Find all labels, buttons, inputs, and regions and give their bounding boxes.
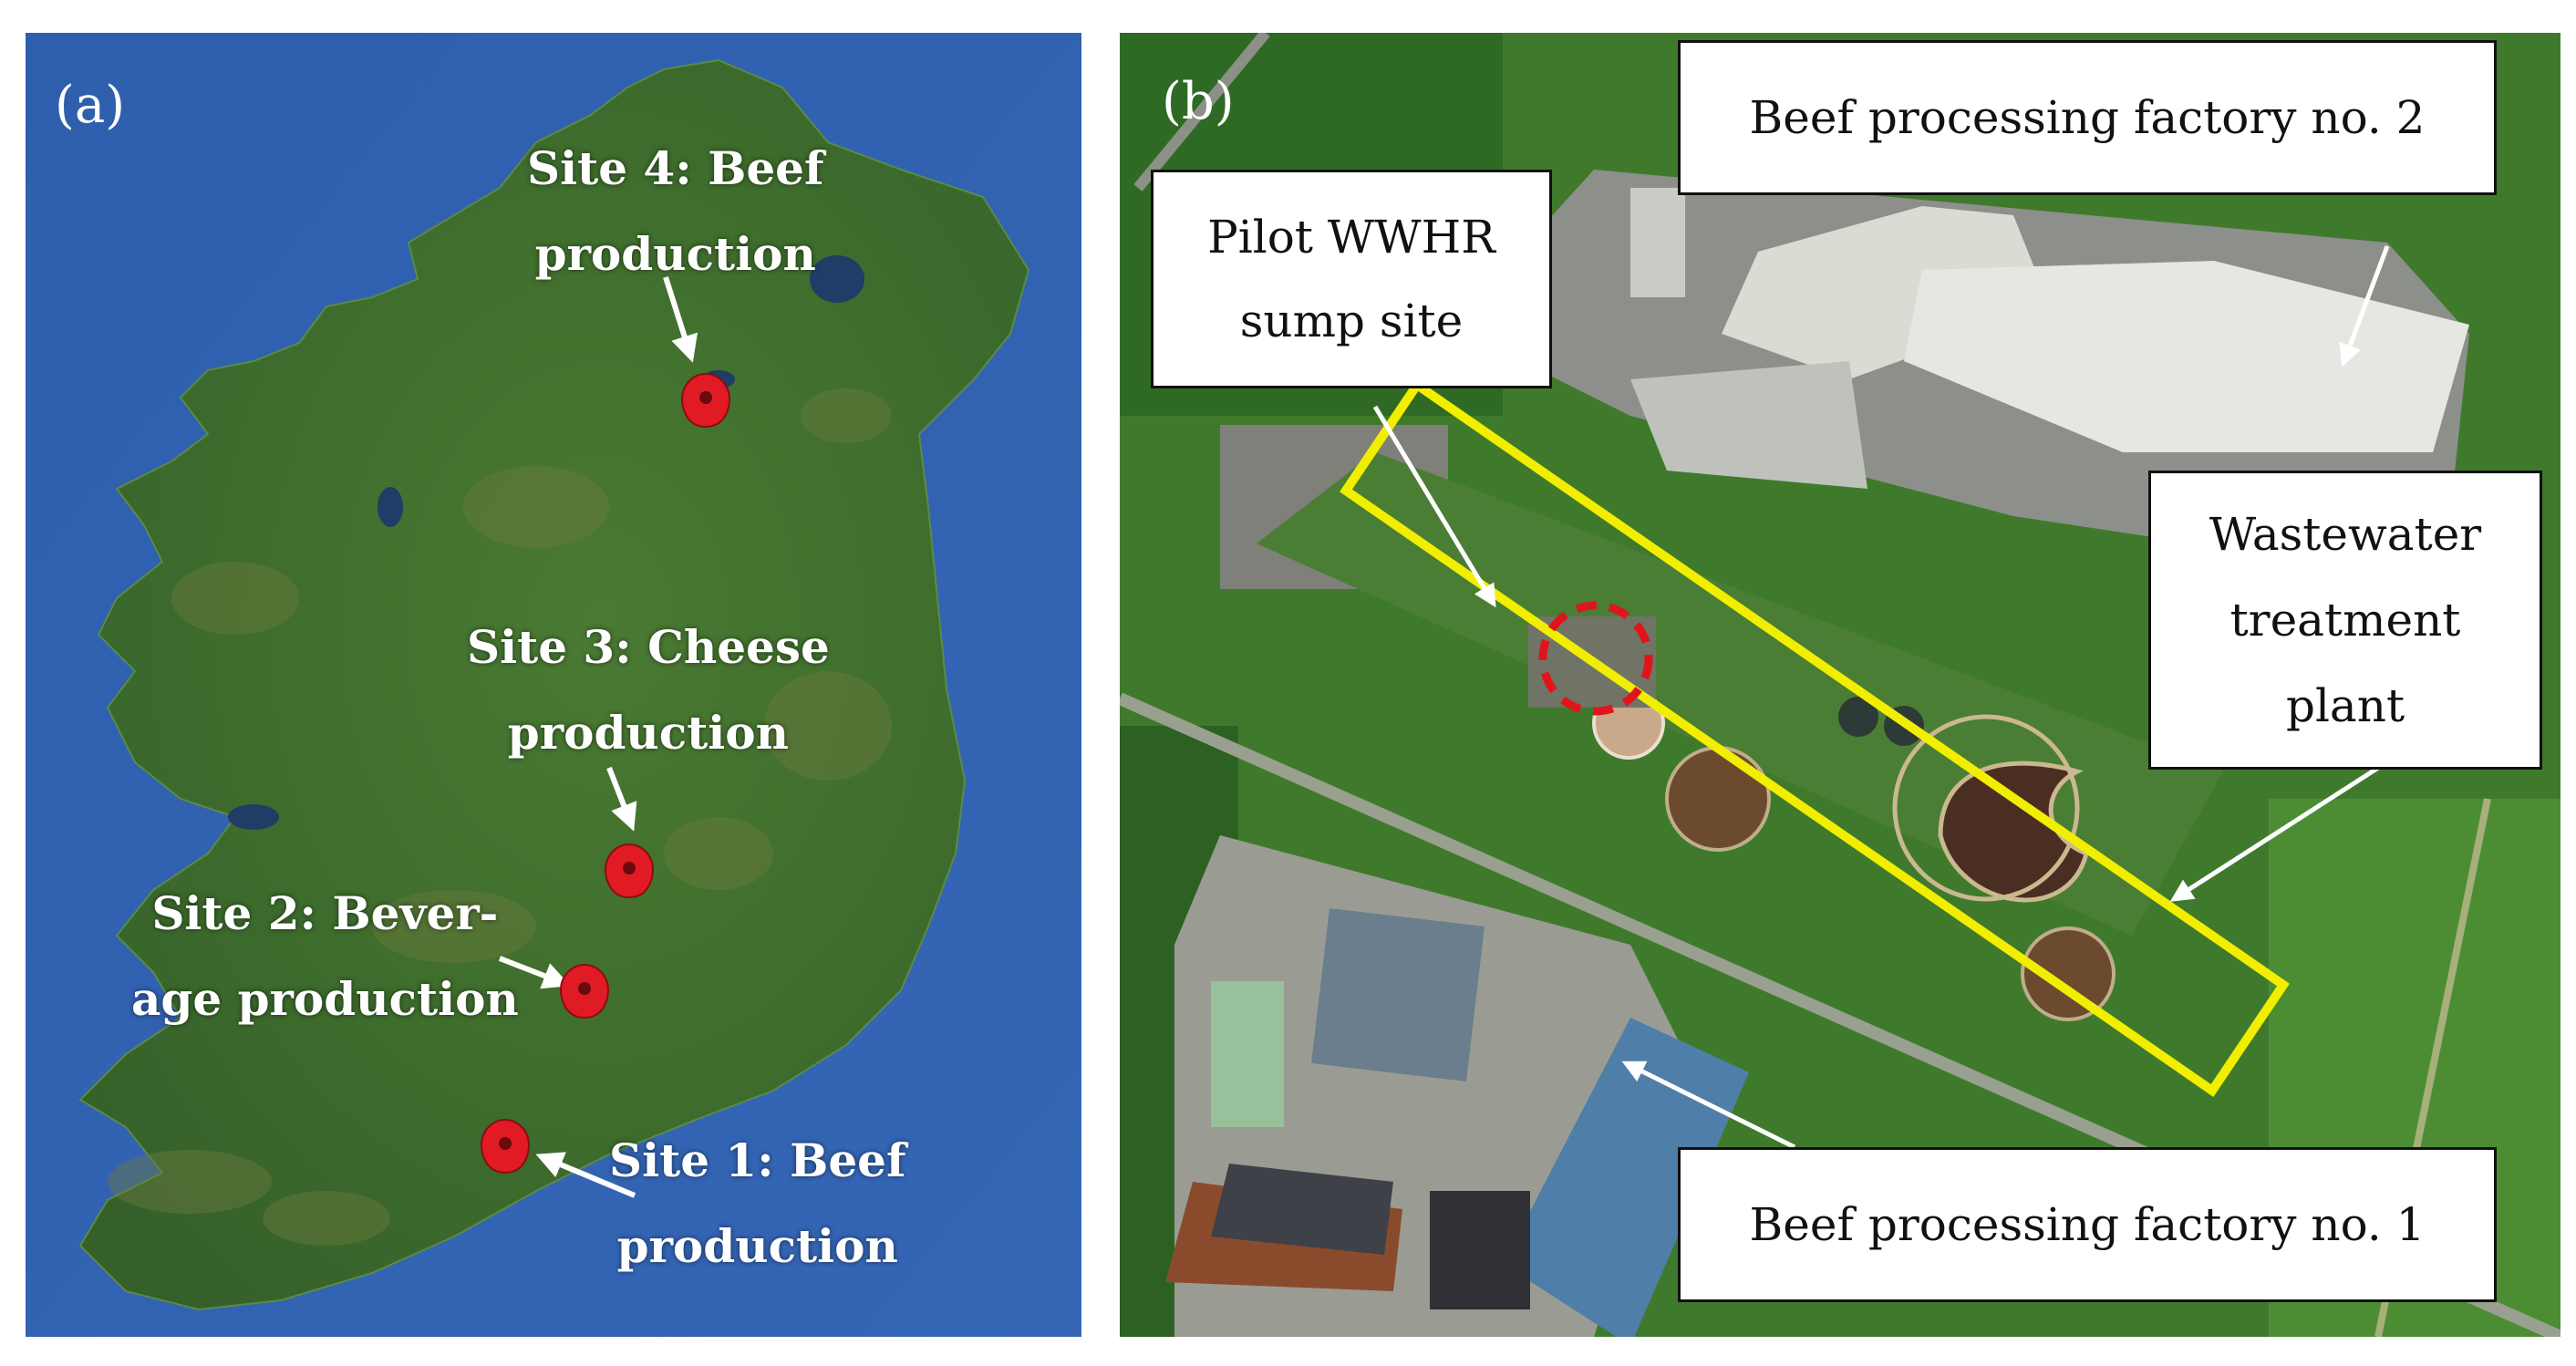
lagoon-ring xyxy=(1892,714,2080,902)
callout-factory-2-text: Beef processing factory no. 2 xyxy=(1749,91,2426,144)
panel-a-label: (a) xyxy=(55,76,126,135)
site-4-line1: Site 4: Beef xyxy=(527,141,824,195)
site-4-marker-icon[interactable] xyxy=(681,373,730,428)
callout-factory-2: Beef processing factory no. 2 xyxy=(1678,40,2497,195)
factory-1-annex xyxy=(1430,1191,1530,1309)
factory-2-shed xyxy=(1630,188,1685,297)
callout-pilot-line1: Pilot WWHR xyxy=(1207,211,1495,264)
callout-factory-1: Beef processing factory no. 1 xyxy=(1678,1147,2497,1302)
factory-1-roof-blue xyxy=(1503,1018,1749,1337)
panel-a-overlay xyxy=(481,276,730,1198)
site-3-line1: Site 3: Cheese xyxy=(467,620,830,674)
ireland-satellite-map xyxy=(26,33,1081,1337)
callout-wwtp-line3: plant xyxy=(2285,679,2405,732)
callout-factory-1-text: Beef processing factory no. 1 xyxy=(1749,1198,2426,1251)
site-2-line2: age production xyxy=(131,972,519,1026)
site-3-arrow xyxy=(606,766,637,832)
factory-1-arrow xyxy=(1621,1061,1796,1150)
site-2-label: Site 2: Bever- age production xyxy=(131,871,519,1042)
site-2-marker-icon[interactable] xyxy=(560,964,609,1019)
site-2-line1: Site 2: Bever- xyxy=(151,886,499,940)
pilot-arrow xyxy=(1372,405,1496,608)
site-1-line2: production xyxy=(616,1219,898,1273)
site-4-label: Site 4: Beef production xyxy=(527,126,823,297)
site-1-marker-icon[interactable] xyxy=(481,1119,530,1174)
site-1-line1: Site 1: Beef xyxy=(609,1133,906,1187)
wwtp-arrow xyxy=(2169,765,2380,902)
site-4-arrow xyxy=(663,276,698,363)
aerial-photo xyxy=(1120,33,2560,1337)
aerial-panel-b: (b) Beef processing factory no. 2 Pilot … xyxy=(1120,33,2560,1337)
site-2-arrow xyxy=(498,956,571,989)
map-panel-a: (a) Site 4: Beef production Site 3: Chee… xyxy=(26,33,1081,1337)
site-3-line2: production xyxy=(507,706,789,760)
callout-wwtp-line1: Wastewater xyxy=(2209,508,2482,561)
panel-b-label: (b) xyxy=(1162,72,1235,131)
callout-wwtp-line2: treatment xyxy=(2229,594,2461,647)
site-1-label: Site 1: Beef production xyxy=(609,1118,905,1289)
site-3-marker-icon[interactable] xyxy=(605,843,654,898)
callout-wwtp: Wastewater treatment plant xyxy=(2148,471,2542,770)
site-4-line2: production xyxy=(534,227,816,281)
small-tank-1 xyxy=(1838,697,1878,737)
site-1-arrow xyxy=(535,1152,636,1198)
factory-1-greenhouse xyxy=(1211,981,1284,1127)
ireland-landmass xyxy=(78,58,1030,1311)
factory-1-building-grey xyxy=(1311,908,1485,1081)
callout-pilot-line2: sump site xyxy=(1239,295,1464,347)
site-3-label: Site 3: Cheese production xyxy=(467,605,830,776)
factory-1-roof-dark xyxy=(1211,1164,1393,1255)
terrain-texture xyxy=(108,388,892,1246)
factory-2-arrow xyxy=(2339,245,2390,367)
factory-2-building-b xyxy=(1904,261,2469,452)
wwtp-highlight-box xyxy=(1340,378,2290,1097)
sump-site-circle xyxy=(1538,601,1653,716)
callout-pilot-sump: Pilot WWHR sump site xyxy=(1151,170,1552,388)
panel-b-overlay xyxy=(1340,245,2390,1150)
road-north xyxy=(1133,33,1270,191)
clarifier-2 xyxy=(2021,926,2116,1021)
factory-2-building-c xyxy=(1630,361,1867,489)
